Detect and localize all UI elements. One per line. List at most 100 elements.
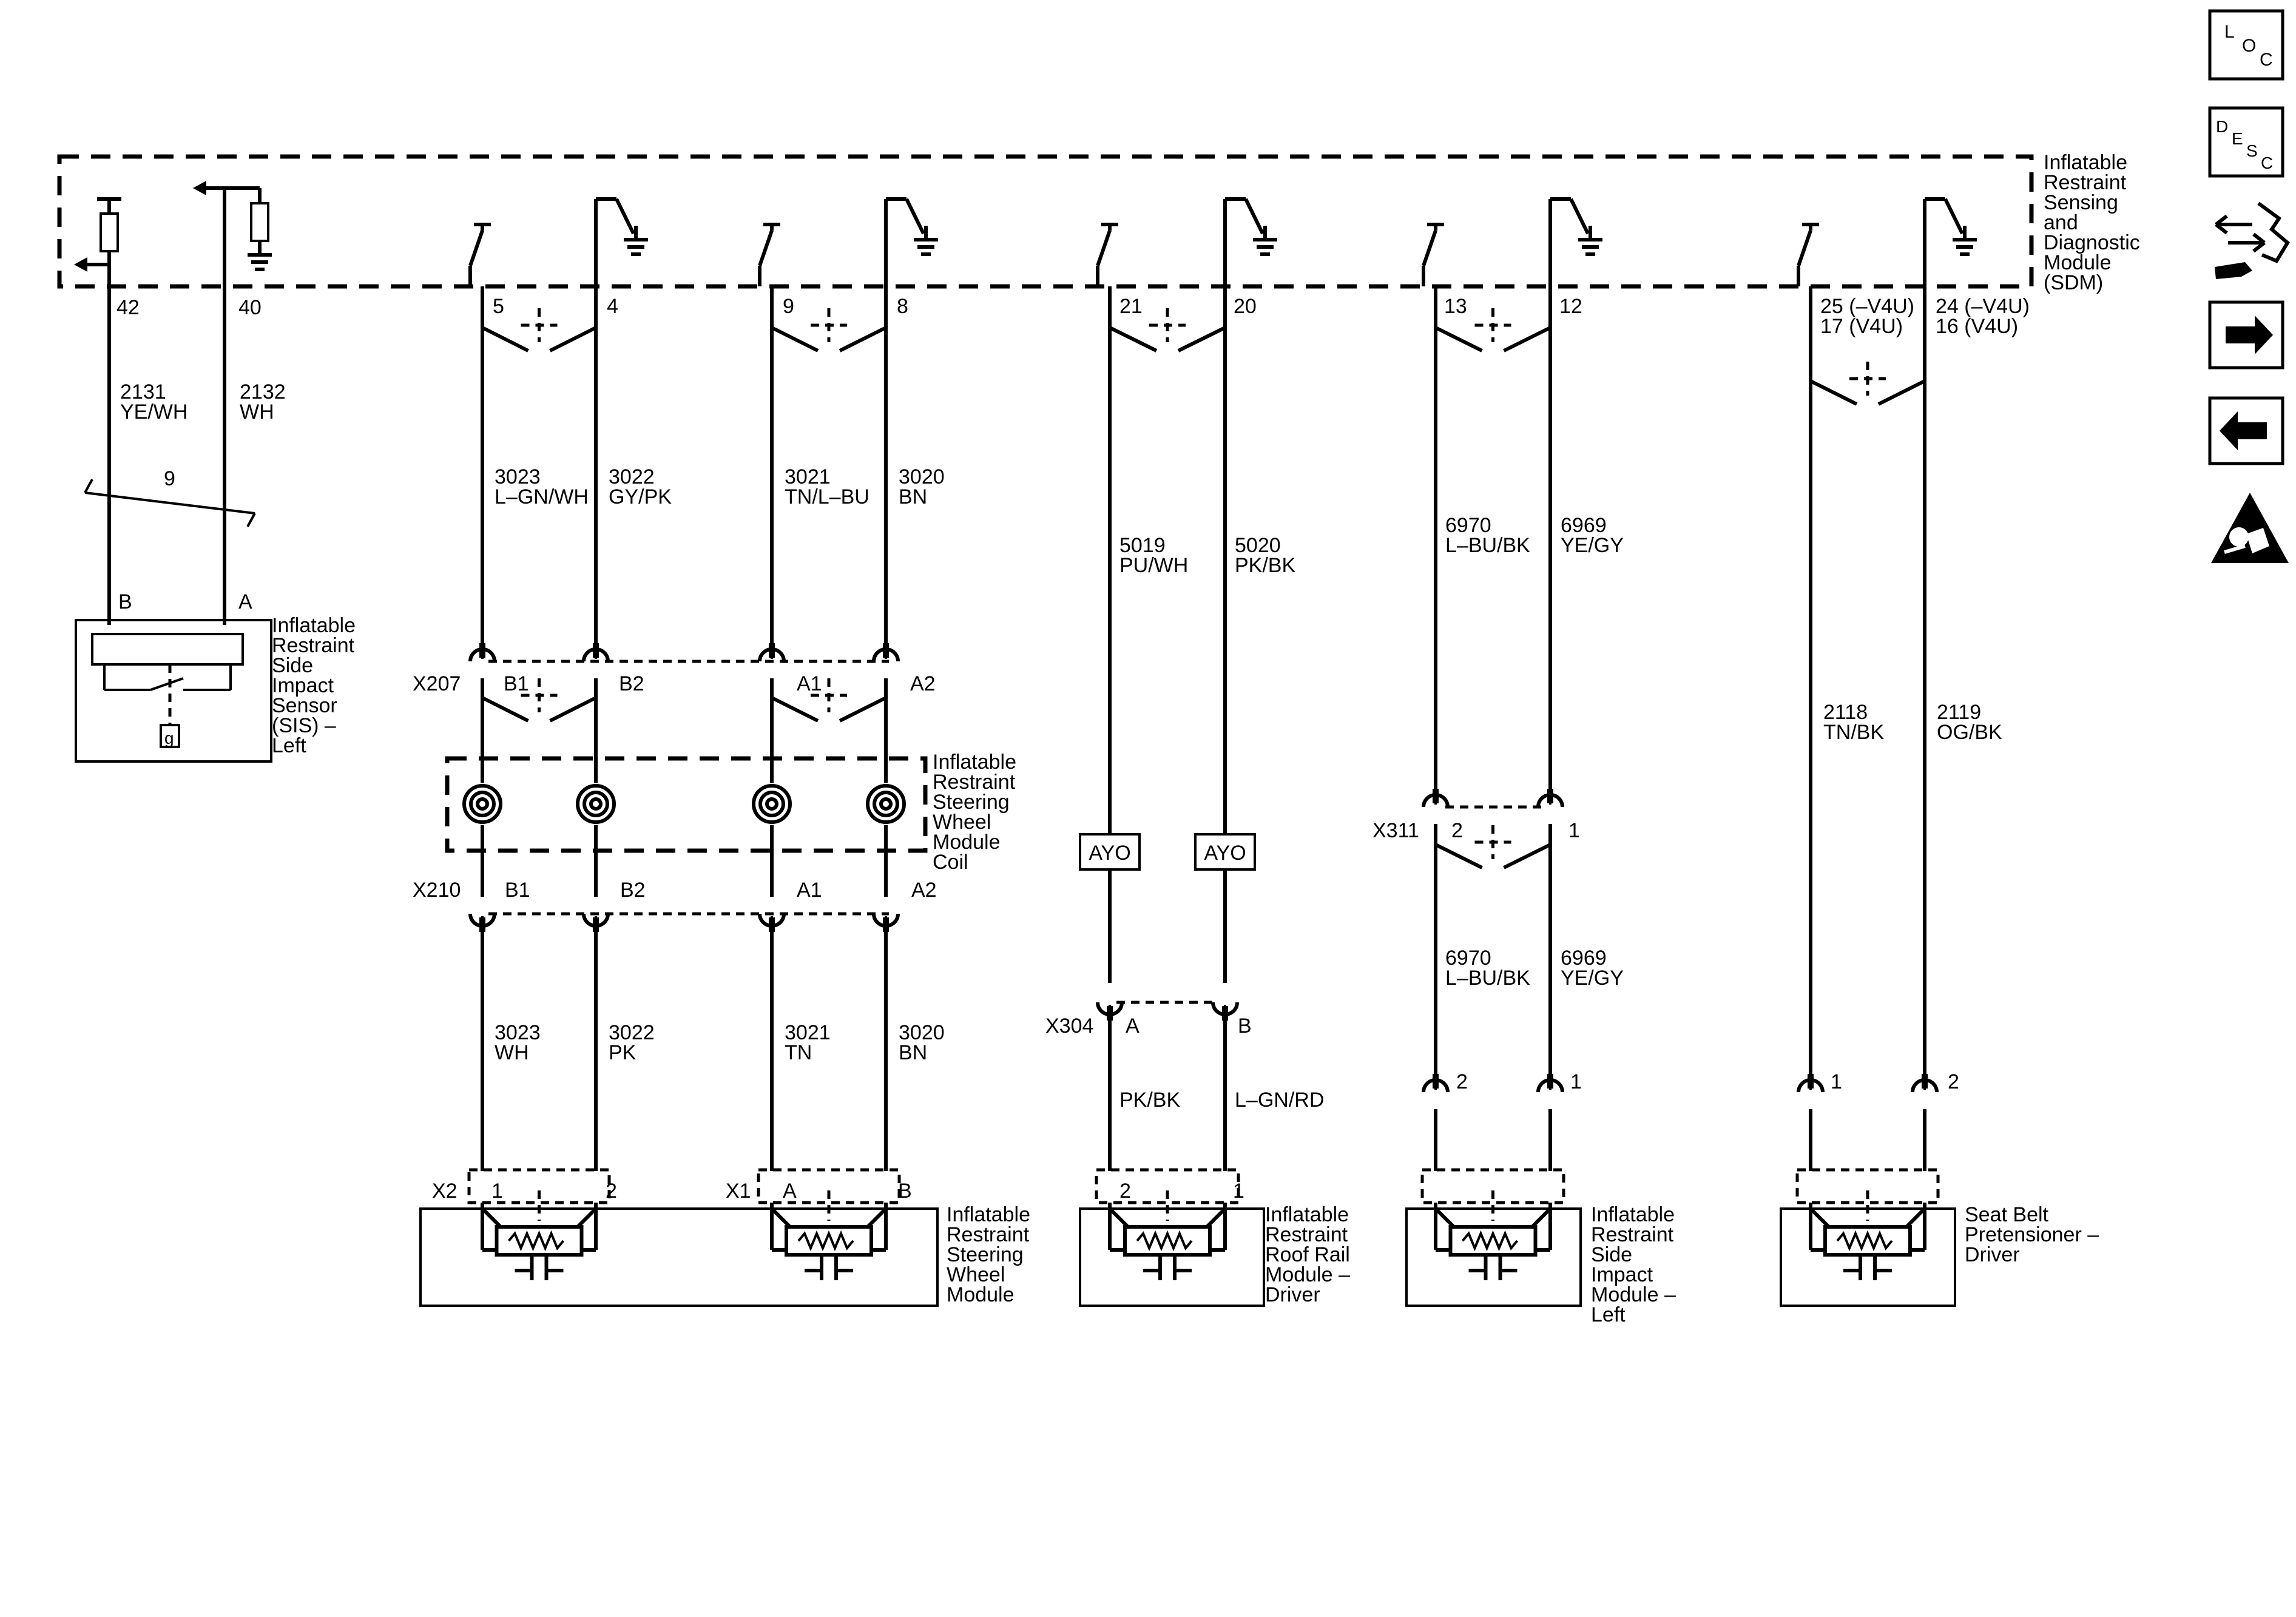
coil-spring-0-ring3 <box>476 797 489 811</box>
sdm-label-6: Module <box>2044 251 2112 274</box>
sw-sdm-switch-9-blade <box>758 230 774 266</box>
sw-squib-x2-resistor <box>507 1230 565 1252</box>
wire-3022-upper-circuit: 3022 <box>609 465 655 488</box>
x1-pin-b: B <box>898 1180 912 1203</box>
wire-3020-upper-color: BN <box>899 485 927 508</box>
pt-sdm-short-right <box>1877 379 1926 406</box>
twisted-pair-line <box>84 491 255 515</box>
wire-6970-lower-color: L–BU/BK <box>1445 967 1530 990</box>
pretensioner-pin-2: 2 <box>1948 1070 1959 1093</box>
si-squib-sl <box>1434 1207 1456 1229</box>
sdm-pin-25: 25 (–V4U) <box>1820 295 1914 318</box>
si-sdm-ground-12-blade <box>1569 198 1590 235</box>
coil-spring-2-ring3 <box>765 797 778 811</box>
roof-module-box <box>1079 1207 1265 1307</box>
coil-spring-1-ring1 <box>576 784 616 824</box>
coil-spring-0-ring2 <box>469 791 496 817</box>
sdm-pin-4: 4 <box>607 295 618 318</box>
pretensioner-pin-1: 1 <box>1831 1070 1842 1093</box>
loc-letter-c: C <box>2260 50 2273 70</box>
sw-sdm-short-b-right <box>549 326 597 353</box>
pretensioner-label-1: Seat Belt <box>1965 1203 2049 1226</box>
coil-spring-2-ring1 <box>752 784 792 824</box>
x210-pin-1-pinhead <box>593 917 599 932</box>
side-module-label-6: Left <box>1591 1303 1626 1326</box>
pretensioner-box <box>1780 1207 1956 1307</box>
sdm-label-3: Sensing <box>2044 191 2118 214</box>
wire-3020-lower-color: BN <box>899 1041 927 1064</box>
sw-sdm-short-a-right <box>839 326 887 353</box>
si-sdm-short-left <box>1434 326 1483 353</box>
wire-3023-upper-circuit: 3023 <box>495 465 541 488</box>
x311-short-right <box>1503 843 1551 869</box>
roof-module-label-2: Restraint <box>1265 1223 1348 1246</box>
sw-squib-x1-box <box>785 1225 873 1257</box>
previous-page-icon[interactable] <box>2208 396 2284 465</box>
rr-squib-box <box>1123 1225 1212 1257</box>
sdm-pin-21: 21 <box>1119 295 1143 318</box>
sis-circuit-2131: 2131 <box>120 380 166 403</box>
coil-spring-2-ring2 <box>758 791 785 817</box>
sis-conn-pin-a: A <box>238 590 252 613</box>
roof-rail-circuit: 21 20 5019 PU/WH 5020 PK/BK AYO AYO X304… <box>1045 295 1350 1307</box>
sw-squib-x1-sl <box>770 1207 792 1229</box>
roof-module-label-3: Roof Rail <box>1265 1243 1350 1266</box>
sis-label-7: Left <box>272 734 306 757</box>
si-squib-sr <box>1530 1207 1552 1229</box>
x311-short-left <box>1434 843 1483 869</box>
coil-spring-1-ring3 <box>589 797 603 811</box>
option-code-left: AYO <box>1089 842 1130 865</box>
coil-spring-0-ring1 <box>462 784 502 824</box>
connector-view-icon[interactable] <box>2215 201 2290 279</box>
side-pin-2: 2 <box>1456 1070 1468 1093</box>
pt-sdm-short-left <box>1809 379 1858 406</box>
wire-6969-lower-color: YE/GY <box>1561 967 1624 990</box>
x210-pin-b1: B1 <box>505 879 530 902</box>
steering-module-label-4: Wheel <box>947 1263 1005 1286</box>
wire-6969-upper-color: YE/GY <box>1561 534 1624 557</box>
roof-module-label-1: Inflatable <box>1265 1203 1349 1226</box>
description-button[interactable]: D E S C <box>2208 106 2284 178</box>
nav-panel: L O C D E S C <box>2208 9 2290 563</box>
steering-module-label-2: Restraint <box>947 1223 1030 1246</box>
location-button[interactable]: L O C <box>2208 9 2284 81</box>
steering-wheel-circuit: 5 4 9 8 3023 L–GN/WH 3022 GY/PK 3021 TN/… <box>413 295 1030 1307</box>
x207-label: X207 <box>413 672 461 695</box>
sis-ground-g: g <box>164 729 174 748</box>
coil-label-5: Module <box>933 831 1001 854</box>
x2-pin-1: 1 <box>491 1180 503 1203</box>
wire-5019-circuit: 5019 <box>1119 534 1166 557</box>
rr-sdm-short-left <box>1109 326 1158 353</box>
sdm-pin-16: 16 (V4U) <box>1936 315 2018 338</box>
sdm-pin-9: 9 <box>783 295 794 318</box>
x304-label: X304 <box>1045 1014 1093 1038</box>
sw-sdm-ground-4-blade <box>615 198 635 235</box>
si-module-pin-1-pinhead <box>1547 1074 1553 1089</box>
rr-sdm-ground-20-blade <box>1244 198 1264 235</box>
steering-module-label-3: Steering <box>947 1243 1024 1266</box>
x210-pin-0-pinhead <box>479 917 485 932</box>
pt-sdm-ground-blade <box>1943 198 1964 235</box>
x207-pin-0-pinhead <box>479 643 485 658</box>
wire-6970-upper-circuit: 6970 <box>1445 514 1491 537</box>
sdm-label-1: Inflatable <box>2044 151 2127 174</box>
wire-5019-color: PU/WH <box>1119 554 1188 577</box>
side-module-label-3: Side <box>1591 1243 1632 1266</box>
rr-squib-resistor <box>1136 1230 1193 1252</box>
option-code-right: AYO <box>1204 842 1246 865</box>
next-page-icon[interactable] <box>2208 300 2284 370</box>
wire-6970-lower-circuit: 6970 <box>1445 947 1491 970</box>
x207-short-b-left <box>481 696 529 723</box>
sw-squib-x1-resistor <box>797 1230 854 1252</box>
pt-squib-sr <box>1905 1207 1926 1229</box>
x210-pin-2-pinhead <box>769 917 775 932</box>
sis-label-2: Restraint <box>272 634 355 657</box>
rr-squib-sl <box>1108 1207 1130 1229</box>
x311-pin-1: 1 <box>1568 819 1580 842</box>
x210-pin-a1: A1 <box>797 879 822 902</box>
pt-sdm-switch-blade <box>1797 230 1812 266</box>
x304-pin-b: B <box>1238 1014 1252 1038</box>
sis-label-5: Sensor <box>272 694 337 717</box>
side-module-label-5: Module – <box>1591 1283 1676 1306</box>
